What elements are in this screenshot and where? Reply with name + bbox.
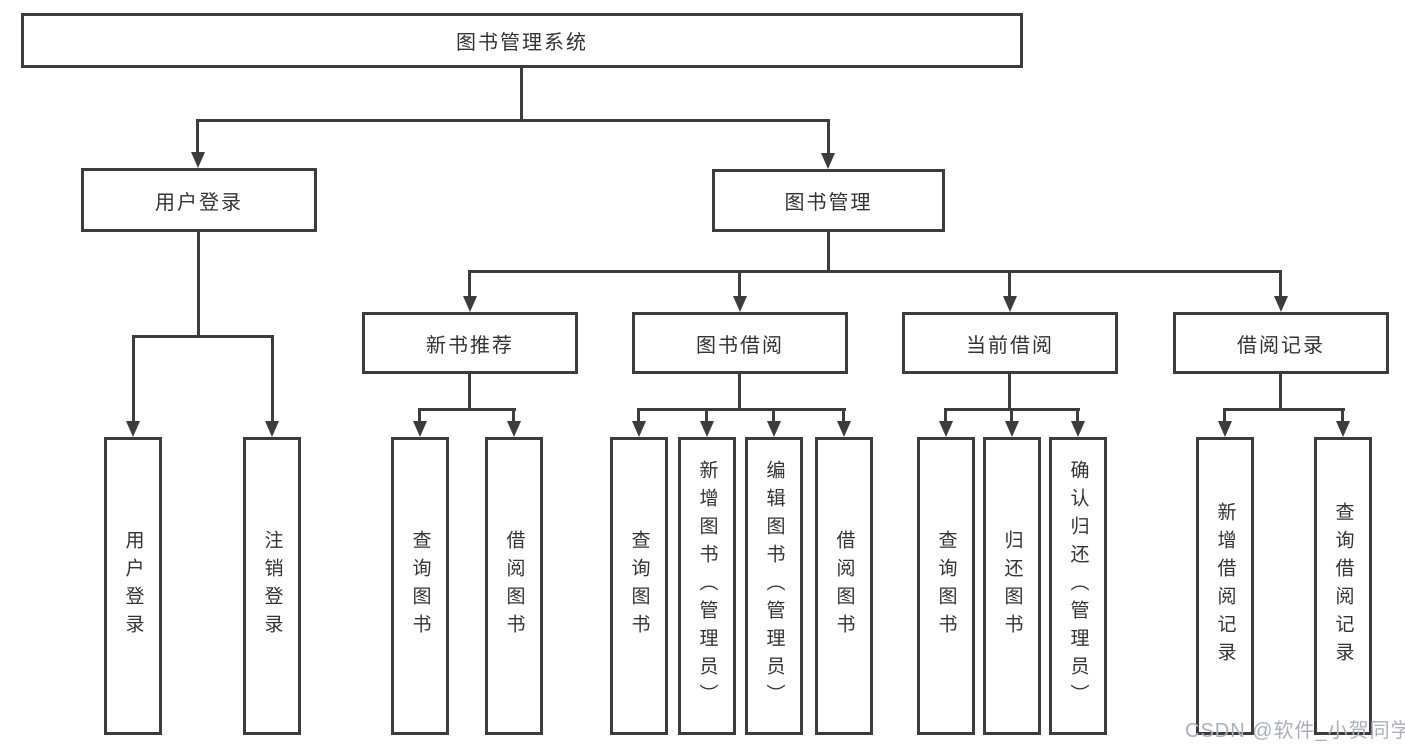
connector-login-rail xyxy=(132,335,274,338)
arrowhead-down xyxy=(733,296,747,312)
connector-root-rail xyxy=(196,119,830,122)
arrowhead-down xyxy=(632,421,646,437)
leaf-user-login: 用户登录 xyxy=(104,437,162,735)
leaf-add-borrow-record: 新增借阅记录 xyxy=(1196,437,1254,735)
arrowhead-down xyxy=(1218,421,1232,437)
leaf-query-borrow-record: 查询借阅记录 xyxy=(1314,437,1372,735)
leaf-borrow-books-recommend: 借阅图书 xyxy=(485,437,543,735)
arrowhead-down xyxy=(126,421,140,437)
leaf-query-books-current: 查询图书 xyxy=(917,437,975,735)
connector-mgmt-drop-2 xyxy=(738,270,741,297)
connector-root-drop-right xyxy=(827,119,830,154)
connector-mgmt-drop-4 xyxy=(1279,270,1282,297)
connector-borrowing-rail xyxy=(637,408,846,411)
connector-records-trunk xyxy=(1279,374,1282,411)
connector-mgmt-rail xyxy=(468,270,1282,273)
connector-mgmt-drop-1 xyxy=(468,270,471,297)
connector-login-drop-2 xyxy=(271,335,274,421)
leaf-confirm-return-admin: 确认归还（管理员） xyxy=(1049,437,1107,735)
connector-login-drop-1 xyxy=(132,335,135,421)
leaf-query-books-recommend: 查询图书 xyxy=(391,437,449,735)
node-book-management: 图书管理 xyxy=(712,169,945,232)
connector-root-drop-left xyxy=(196,119,199,153)
leaf-add-books-admin: 新增图书（管理员） xyxy=(678,437,736,735)
connector-current-trunk xyxy=(1008,374,1011,411)
arrowhead-down xyxy=(413,421,427,437)
arrowhead-down xyxy=(1003,296,1017,312)
connector-recommend-rail xyxy=(418,408,516,411)
arrowhead-down xyxy=(191,152,205,168)
connector-borrowing-trunk xyxy=(738,374,741,411)
arrowhead-down xyxy=(1071,421,1085,437)
node-user-login: 用户登录 xyxy=(81,168,317,232)
arrowhead-down xyxy=(507,421,521,437)
connector-recommend-drop-1 xyxy=(418,408,421,423)
csdn-watermark: CSDN @软件_小贺同学 xyxy=(1185,720,1405,742)
connector-records-drop-1 xyxy=(1223,408,1226,423)
arrowhead-down xyxy=(837,421,851,437)
node-new-book-recommend: 新书推荐 xyxy=(362,312,578,374)
connector-borrowing-drop-4 xyxy=(842,408,845,423)
connector-login-trunk xyxy=(197,232,200,335)
arrowhead-down xyxy=(463,296,477,312)
arrowhead-down xyxy=(767,421,781,437)
arrowhead-down xyxy=(821,153,835,169)
connector-recommend-drop-2 xyxy=(512,408,515,423)
leaf-edit-books-admin: 编辑图书（管理员） xyxy=(745,437,803,735)
node-current-borrowing: 当前借阅 xyxy=(902,312,1118,374)
connector-current-drop-2 xyxy=(1010,408,1013,423)
connector-current-drop-3 xyxy=(1076,408,1079,423)
connector-root-trunk xyxy=(520,68,523,120)
arrowhead-down xyxy=(1336,421,1350,437)
leaf-query-books-borrowing: 查询图书 xyxy=(610,437,668,735)
connector-current-drop-1 xyxy=(944,408,947,423)
node-library-system: 图书管理系统 xyxy=(21,13,1023,68)
connector-borrowing-drop-2 xyxy=(705,408,708,423)
connector-borrowing-drop-3 xyxy=(772,408,775,423)
arrowhead-down xyxy=(1274,296,1288,312)
connector-mgmt-drop-3 xyxy=(1008,270,1011,297)
leaf-return-books: 归还图书 xyxy=(983,437,1041,735)
arrowhead-down xyxy=(939,421,953,437)
arrowhead-down xyxy=(1005,421,1019,437)
leaf-borrow-books: 借阅图书 xyxy=(815,437,873,735)
leaf-logout: 注销登录 xyxy=(243,437,301,735)
arrowhead-down xyxy=(700,421,714,437)
connector-mgmt-trunk xyxy=(827,232,830,272)
node-borrowing-records: 借阅记录 xyxy=(1173,312,1389,374)
connector-records-drop-2 xyxy=(1341,408,1344,423)
connector-records-rail xyxy=(1223,408,1345,411)
connector-recommend-trunk xyxy=(468,374,471,411)
arrowhead-down xyxy=(265,421,279,437)
node-book-borrowing: 图书借阅 xyxy=(632,312,848,374)
connector-borrowing-drop-1 xyxy=(637,408,640,423)
